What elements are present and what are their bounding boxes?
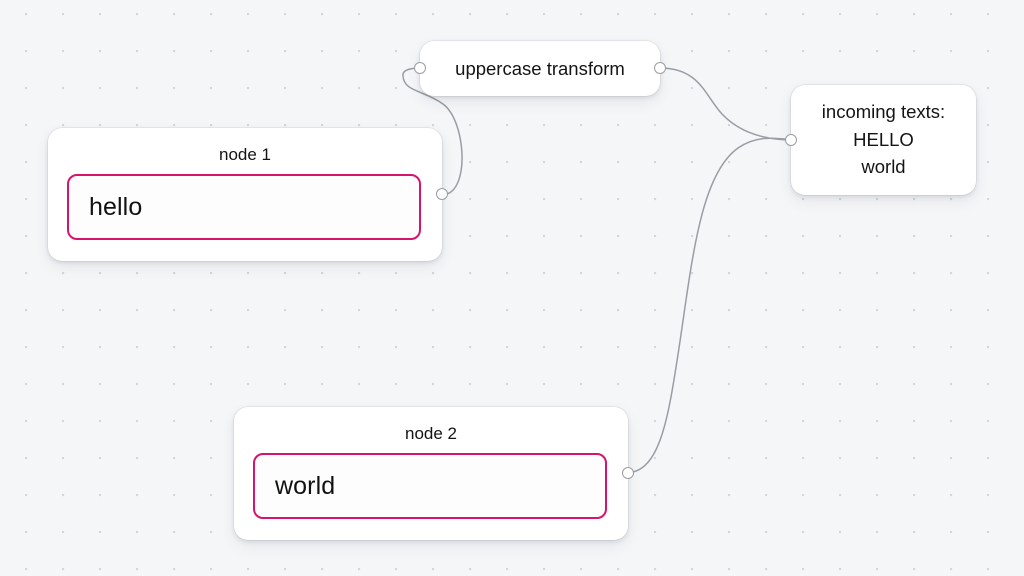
node-card-uppercase-transform[interactable]: uppercase transform [414, 41, 666, 96]
node-card-node-1[interactable]: node 1 hello [48, 128, 448, 261]
node-title-node-1: node 1 [219, 145, 271, 164]
edge-transform-to-output [659, 67, 794, 141]
output-line-heading: incoming texts: [821, 100, 946, 122]
node-title-node-2: node 2 [405, 424, 457, 443]
input-port-incoming-texts[interactable] [785, 134, 797, 146]
node-label-uppercase-transform: uppercase transform [455, 57, 625, 79]
output-line-1: HELLO [853, 128, 914, 150]
text-input-node-2[interactable]: world [253, 453, 607, 520]
output-port-uppercase-transform[interactable] [654, 62, 666, 74]
node-card-incoming-texts[interactable]: incoming texts: HELLO world [785, 85, 976, 195]
text-input-node-1[interactable]: hello [67, 174, 421, 241]
output-port-node-2[interactable] [622, 467, 634, 479]
node-card-node-2[interactable]: node 2 world [234, 407, 634, 540]
edge-node2-to-output [627, 137, 794, 474]
output-line-2: world [861, 156, 906, 178]
input-port-uppercase-transform[interactable] [414, 62, 426, 74]
output-port-node-1[interactable] [436, 188, 448, 200]
